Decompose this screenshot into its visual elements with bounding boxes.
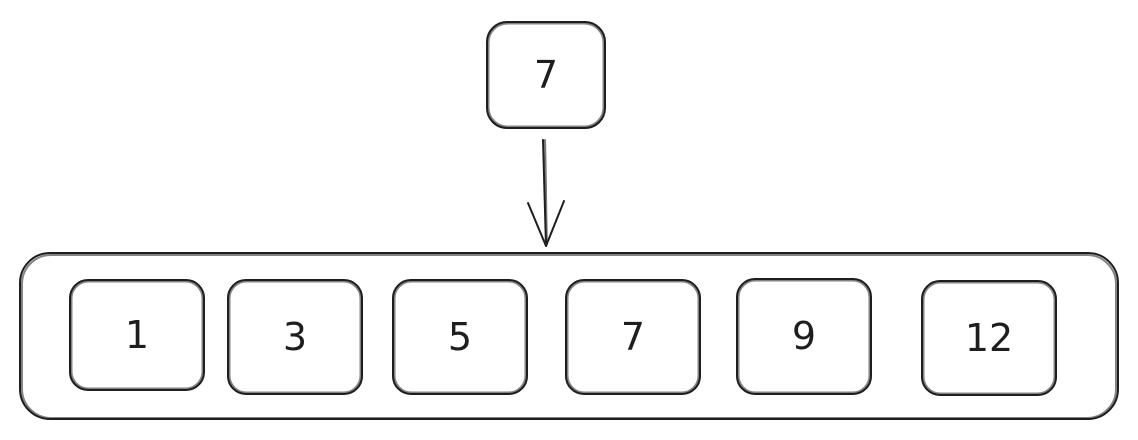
query-node: 7 <box>486 21 606 129</box>
array-item-box <box>227 279 363 395</box>
array-item-box-sketch <box>228 280 362 394</box>
array-outline-sketch <box>21 254 1117 419</box>
array-item-value: 1 <box>125 313 149 357</box>
query-value: 7 <box>534 53 558 97</box>
array-item: 1 <box>69 279 205 391</box>
array-item: 3 <box>227 279 363 395</box>
array-item: 9 <box>736 278 872 395</box>
array-item-box-sketch <box>566 280 700 394</box>
array-item-value: 3 <box>283 315 307 359</box>
array-item-value: 7 <box>621 315 645 359</box>
array-items: 1 3 5 7 9 12 <box>69 278 1057 396</box>
array-item-box <box>69 279 205 391</box>
arrow-shaft <box>542 139 547 247</box>
insertion-arrow <box>527 139 565 247</box>
array-item-box <box>921 280 1057 396</box>
array-item-box <box>565 279 701 395</box>
array-item-box-sketch <box>70 280 204 390</box>
array-item-box-sketch <box>922 281 1056 395</box>
array-item-value: 12 <box>965 316 1013 360</box>
query-box-sketch <box>487 22 605 128</box>
arrow-head <box>527 200 565 247</box>
array-container <box>19 252 1119 420</box>
query-box <box>486 21 606 129</box>
array-item: 5 <box>392 279 528 395</box>
array-item-box <box>392 279 528 395</box>
array-item-box-sketch <box>393 280 527 394</box>
arrow-shaft-sketch <box>544 139 548 245</box>
array-item: 7 <box>565 279 701 395</box>
array-item-box <box>736 278 872 395</box>
array-item-value: 5 <box>448 315 472 359</box>
array-item-value: 9 <box>792 314 816 358</box>
array-item: 12 <box>921 280 1057 396</box>
array-item-box-sketch <box>737 279 871 394</box>
